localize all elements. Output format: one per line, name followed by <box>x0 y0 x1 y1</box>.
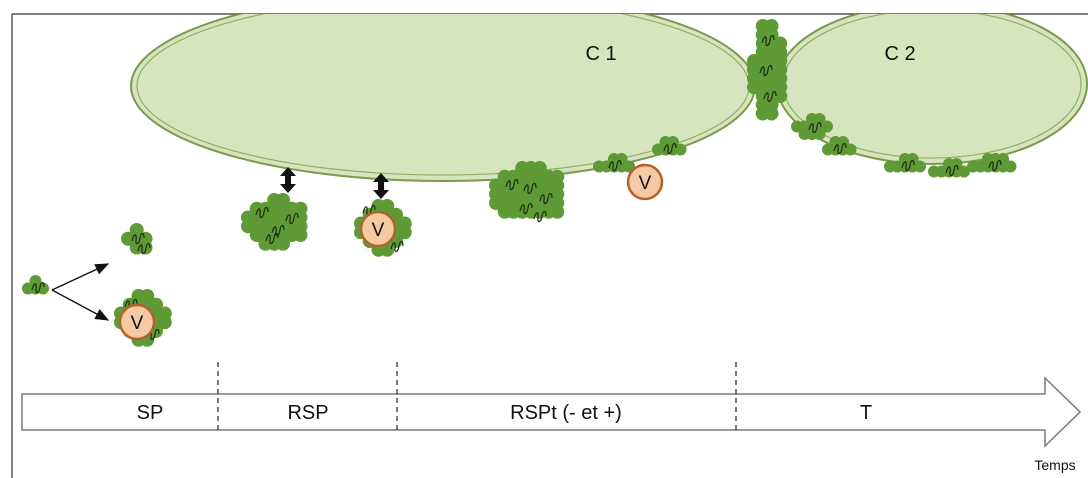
segment-label-rsp: RSP <box>287 402 328 424</box>
bacterium-fimbriae <box>505 178 519 191</box>
virus-particle: V <box>626 163 664 201</box>
double-arrow-rsp <box>280 167 296 193</box>
timeline-separators <box>217 362 737 432</box>
bacterium-fimbriae <box>533 210 547 223</box>
bacterium-fimbriae <box>608 159 622 172</box>
bacteria-edge-c2-b <box>822 136 857 156</box>
bacterium-fimbriae <box>519 202 533 215</box>
bacterium-fimbriae <box>808 121 822 134</box>
bacterium-blob <box>958 165 970 178</box>
bacterium-blob <box>276 236 290 251</box>
bacterium-fimbriae <box>663 142 677 155</box>
bacterium-blob <box>550 204 565 219</box>
segment-label-t: T <box>860 402 872 424</box>
bacteria-edge-c2-d <box>928 158 970 178</box>
bacterium-blob <box>674 143 687 156</box>
bacterium-blob <box>157 315 172 330</box>
bacterium-blob <box>773 89 788 103</box>
bacterium-fimbriae <box>539 192 553 205</box>
bacterium-blob <box>397 225 412 240</box>
bacterium-fimbriae <box>761 34 775 47</box>
bacterium-blob <box>914 160 926 173</box>
segment-label-sp: SP <box>137 402 164 424</box>
bacteria-edge-c1-b <box>652 136 687 156</box>
bacterium-fimbriae <box>390 240 404 253</box>
bacteria-cluster-rsp <box>241 193 308 251</box>
virus-layer: V V V <box>118 163 664 341</box>
bacterium-blob <box>1004 160 1017 173</box>
bacterium-fimbriae <box>833 142 847 155</box>
bacteria-column-t <box>747 19 788 121</box>
virus-particle: V <box>359 210 397 248</box>
bacterium-fimbriae <box>945 164 959 177</box>
bacteria-cluster-rspt <box>489 161 565 223</box>
bacterium-blob <box>293 228 308 242</box>
branch-arrows <box>51 263 110 321</box>
virus-label: V <box>639 173 652 194</box>
cell-c2-label: C 2 <box>884 43 915 65</box>
bacterium-fimbriae <box>131 232 145 245</box>
bacterium-fimbriae <box>901 159 915 172</box>
bacterium-fimbriae <box>255 206 269 219</box>
bacteria-edge-c2-c <box>884 153 926 173</box>
segment-label-rspt: RSPt (- et +) <box>510 402 622 424</box>
bacterium-fimbriae <box>31 281 45 294</box>
bacterium-fimbriae <box>759 64 773 77</box>
cell-c1-label: C 1 <box>585 43 616 65</box>
bacteria-edge-c1-a <box>593 153 635 173</box>
bacterium-blob <box>844 143 857 156</box>
cell-c2: C 2 <box>776 14 1088 165</box>
bacterium-fimbriae <box>763 90 777 103</box>
bacteria-edge-c2-e <box>967 153 1017 173</box>
bacterium-fimbriae <box>285 212 299 225</box>
bacteria-edge-c2-a <box>791 113 833 140</box>
bacterium-blob <box>813 128 826 140</box>
virus-label: V <box>372 220 385 241</box>
bacterium-fimbriae <box>265 232 279 245</box>
axis-label-temps: Temps <box>1034 457 1075 473</box>
bacterium-blob <box>764 106 779 121</box>
bacterium-fimbriae <box>523 182 537 195</box>
bacteria-cluster-sp <box>121 223 153 255</box>
timeline-arrow <box>21 376 1082 448</box>
virus-label: V <box>131 313 144 334</box>
bacterium-fimbriae <box>137 242 151 255</box>
bacterium-fimbriae <box>988 159 1002 172</box>
bacteria-single <box>22 275 49 295</box>
virus-particle: V <box>118 303 156 341</box>
double-arrow-virus <box>373 173 389 199</box>
bacterium-blob <box>37 282 49 295</box>
bacterium-blob <box>821 120 833 133</box>
